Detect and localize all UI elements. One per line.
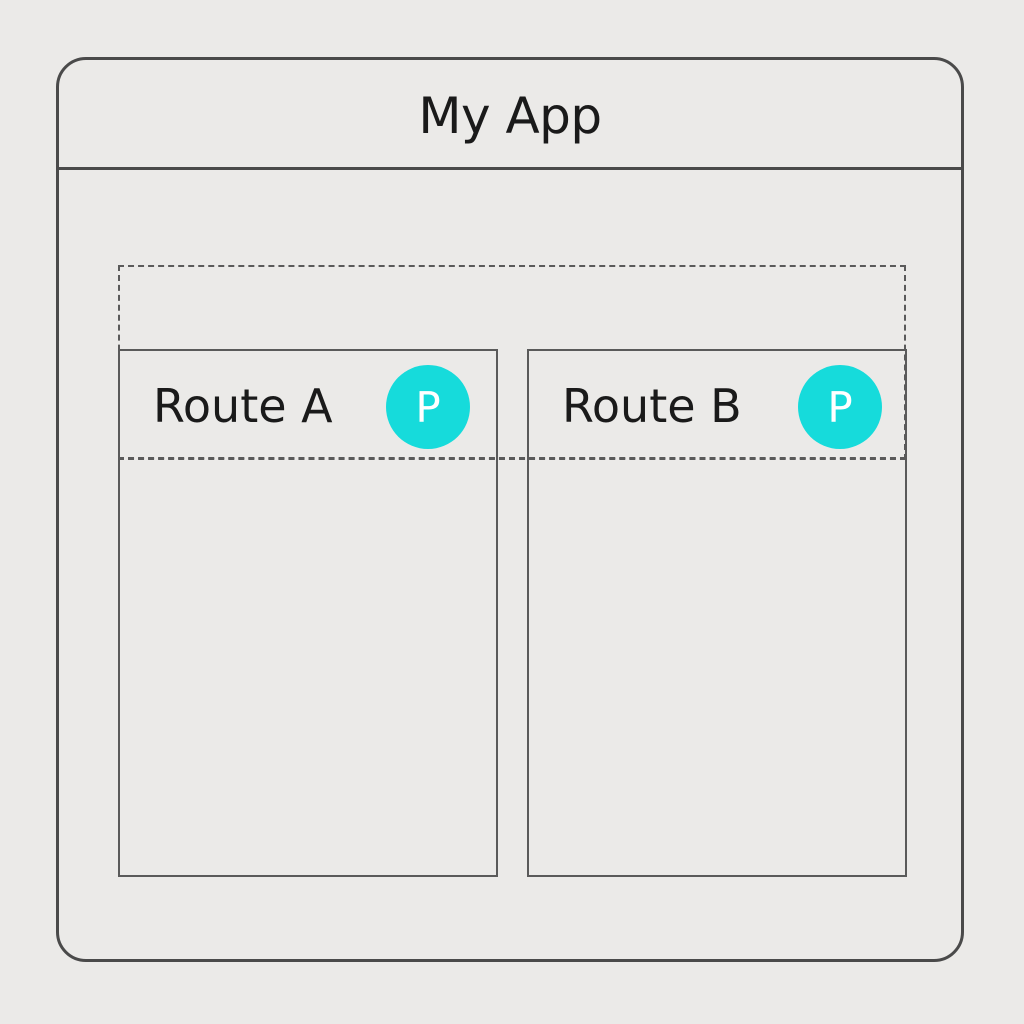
app-title: My App: [418, 86, 602, 145]
route-a-label[interactable]: Route A: [153, 379, 333, 433]
route-a-badge-icon[interactable]: P: [386, 365, 470, 449]
route-panel-b[interactable]: [527, 349, 907, 877]
route-b-badge-letter: P: [827, 382, 853, 432]
app-window: My App: [56, 57, 964, 962]
route-b-badge-icon[interactable]: P: [798, 365, 882, 449]
route-a-badge-letter: P: [415, 382, 441, 432]
panel-header-divider: [118, 457, 906, 459]
app-header: My App: [59, 60, 961, 170]
route-panel-a[interactable]: [118, 349, 498, 877]
route-b-label[interactable]: Route B: [562, 379, 742, 433]
